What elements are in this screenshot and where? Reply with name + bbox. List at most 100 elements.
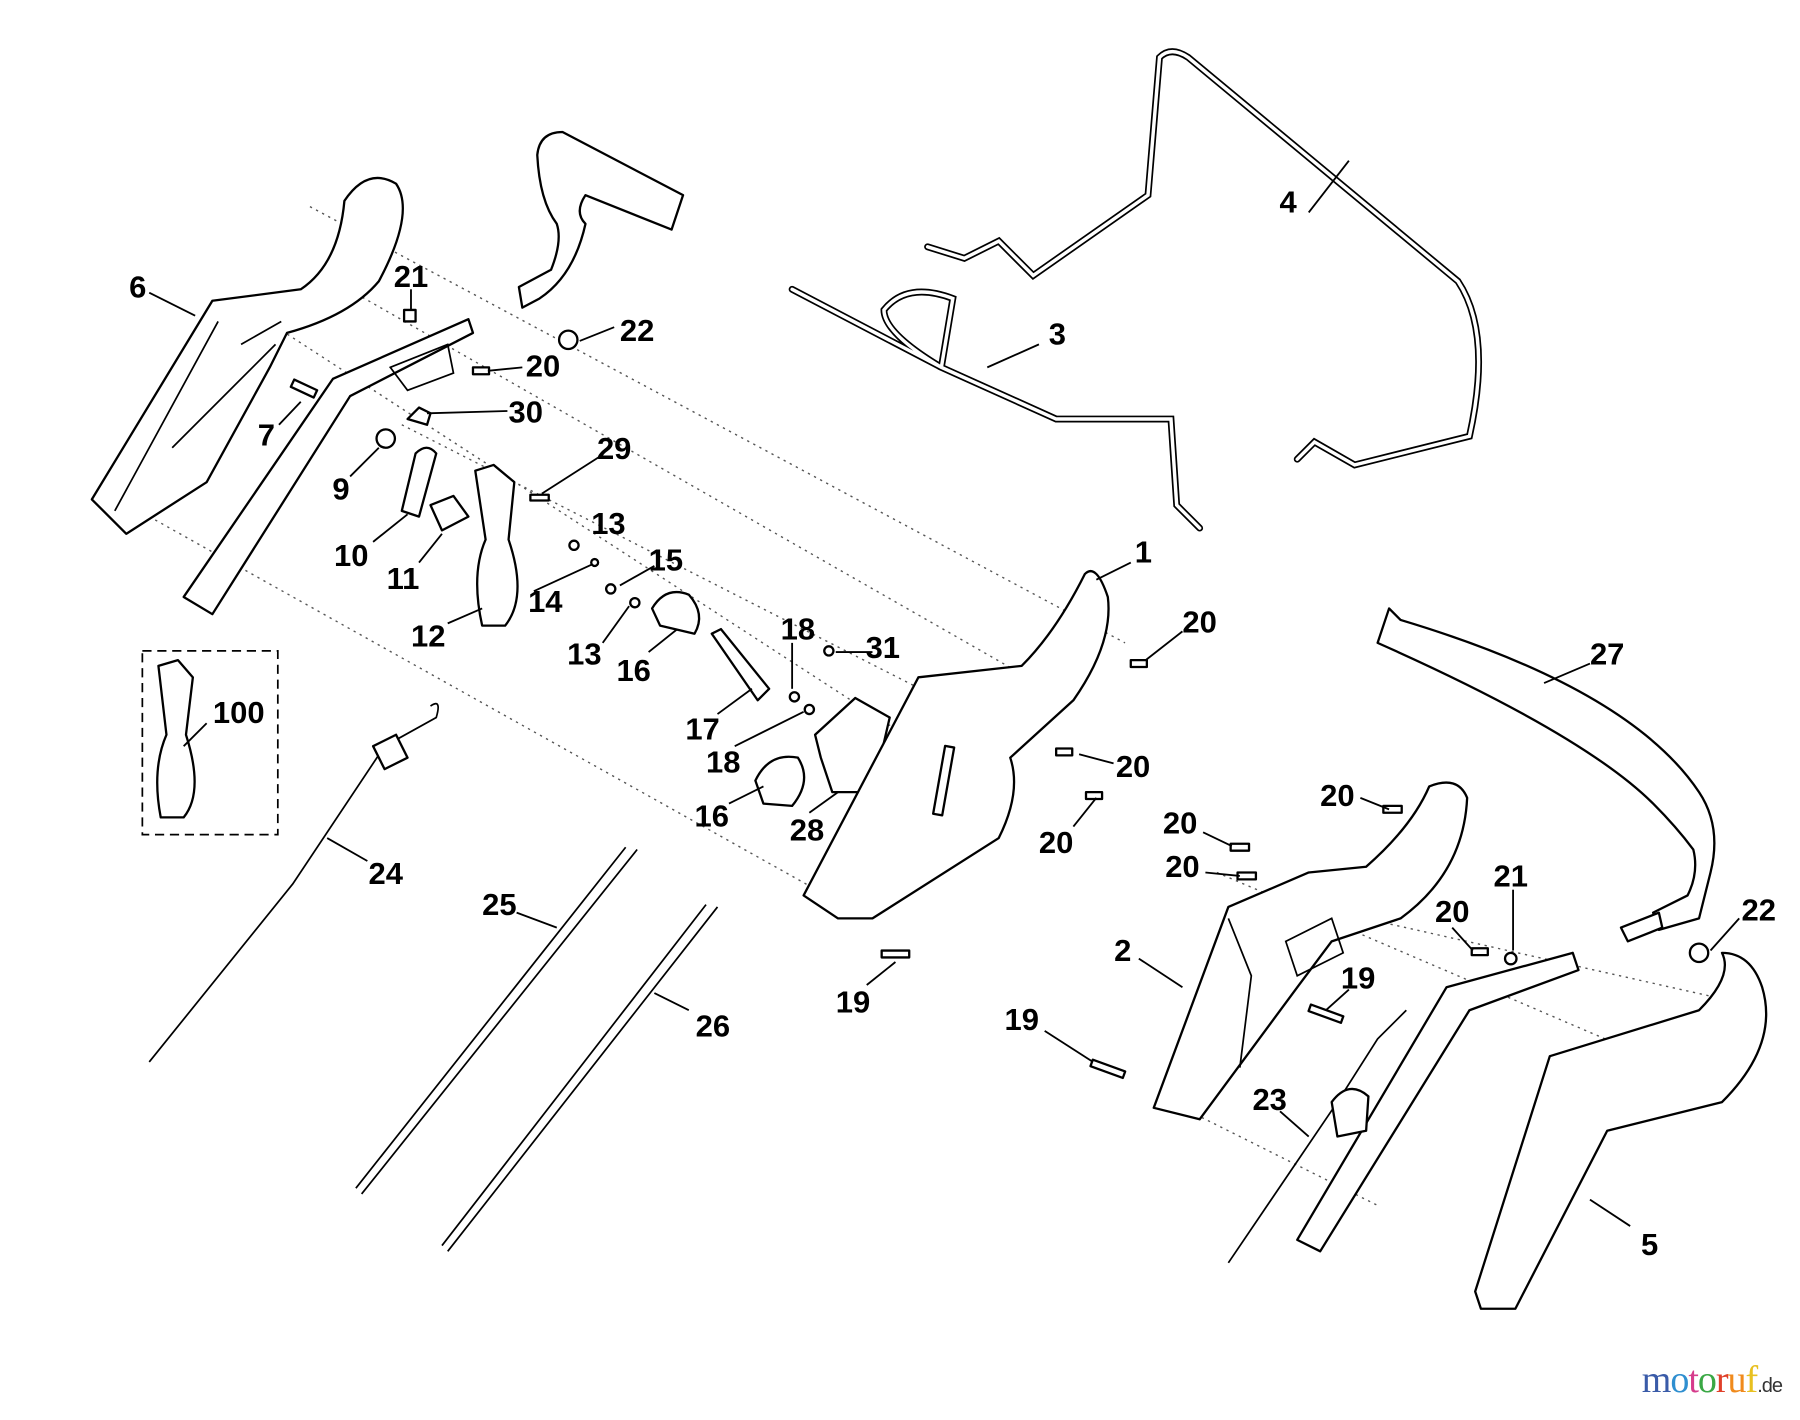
tube-bracket bbox=[388, 343, 455, 392]
cable-23 bbox=[1227, 1009, 1407, 1264]
watermark-letters: motoruf bbox=[1641, 1359, 1759, 1401]
leader-line-6 bbox=[148, 291, 196, 317]
leader-line-20 bbox=[1072, 797, 1098, 828]
part-label-12: 12 bbox=[411, 618, 445, 653]
leader-line-23 bbox=[1279, 1110, 1310, 1138]
part-label-7: 7 bbox=[258, 417, 275, 452]
leader-line-10 bbox=[372, 513, 409, 543]
leader-line-15 bbox=[619, 565, 655, 587]
leader-line-19 bbox=[1044, 1030, 1094, 1063]
leader-line-11 bbox=[418, 533, 443, 564]
part-label-20: 20 bbox=[1116, 749, 1150, 784]
part-label-18: 18 bbox=[706, 745, 740, 780]
right-handle-tube bbox=[1296, 951, 1580, 1253]
leader-line-3 bbox=[986, 343, 1040, 369]
part-label-4: 4 bbox=[1279, 184, 1297, 219]
leader-line-25 bbox=[516, 911, 558, 929]
leader-line-30 bbox=[427, 410, 508, 415]
part-label-20: 20 bbox=[1163, 805, 1197, 840]
leader-line-19 bbox=[866, 961, 897, 986]
part-label-10: 10 bbox=[334, 538, 368, 573]
small-parts-center bbox=[880, 658, 1149, 959]
leader-line-20 bbox=[1360, 797, 1390, 811]
part-label-31: 31 bbox=[866, 630, 900, 665]
small-parts-left bbox=[289, 308, 891, 808]
part-label-9: 9 bbox=[332, 471, 349, 506]
part-label-15: 15 bbox=[649, 543, 683, 578]
leader-lines bbox=[148, 160, 1740, 1227]
leader-line-29 bbox=[541, 456, 600, 495]
part-label-20: 20 bbox=[1320, 778, 1354, 813]
part-label-25: 25 bbox=[482, 887, 516, 922]
lower-handle-bar bbox=[1376, 607, 1716, 932]
upper-handle-bar bbox=[517, 130, 685, 309]
part-label-13: 13 bbox=[591, 506, 625, 541]
leader-line-20 bbox=[1202, 831, 1233, 847]
part-label-22: 22 bbox=[620, 313, 654, 348]
part-label-20: 20 bbox=[1182, 605, 1216, 640]
part-label-5: 5 bbox=[1641, 1227, 1658, 1262]
leader-line-14 bbox=[533, 563, 592, 593]
leader-line-2 bbox=[1138, 957, 1183, 989]
part-label-6: 6 bbox=[129, 269, 146, 304]
part-label-11: 11 bbox=[387, 561, 420, 596]
part-label-21: 21 bbox=[394, 259, 428, 294]
watermark-letter: m bbox=[1641, 1359, 1672, 1401]
leader-line-16 bbox=[728, 785, 764, 805]
left-handle-cover bbox=[90, 176, 404, 535]
leader-line-4 bbox=[1307, 160, 1350, 213]
cover-detail bbox=[114, 320, 282, 512]
leader-line-9 bbox=[349, 447, 380, 478]
part-label-19: 19 bbox=[836, 985, 870, 1020]
part-label-1: 1 bbox=[1135, 535, 1152, 570]
part-label-23: 23 bbox=[1252, 1082, 1286, 1117]
right-handle-cover bbox=[1152, 781, 1469, 1121]
part-label-26: 26 bbox=[696, 1009, 730, 1044]
alignment-lines bbox=[148, 206, 1723, 1207]
part-label-20: 20 bbox=[1435, 894, 1469, 929]
left-handle-tube bbox=[182, 317, 475, 616]
leader-line-20 bbox=[1205, 871, 1240, 877]
watermark-letter: f bbox=[1745, 1359, 1759, 1401]
part-label-20: 20 bbox=[526, 349, 560, 384]
watermark-letter: o bbox=[1670, 1359, 1689, 1401]
part-label-19: 19 bbox=[1341, 960, 1375, 995]
part-label-17: 17 bbox=[685, 711, 719, 746]
part-label-24: 24 bbox=[368, 856, 403, 891]
part-label-21: 21 bbox=[1494, 858, 1528, 893]
part-label-3: 3 bbox=[1049, 316, 1066, 351]
part-label-16: 16 bbox=[616, 653, 650, 688]
leader-line-24 bbox=[326, 837, 368, 862]
leader-line-17 bbox=[716, 688, 753, 715]
leader-line-100 bbox=[183, 722, 208, 747]
rod-4 bbox=[924, 48, 1483, 469]
alternate-lever-box bbox=[141, 650, 279, 836]
center-plate bbox=[802, 570, 1110, 920]
leader-line-7 bbox=[278, 401, 302, 426]
leader-line-1 bbox=[1095, 561, 1132, 581]
leader-line-27 bbox=[1543, 662, 1591, 684]
part-label-20: 20 bbox=[1165, 849, 1199, 884]
part-label-28: 28 bbox=[790, 812, 824, 847]
watermark-suffix: .de bbox=[1757, 1375, 1783, 1397]
part-label-20: 20 bbox=[1039, 825, 1073, 860]
leader-line-12 bbox=[447, 607, 483, 625]
leader-line-22 bbox=[1709, 917, 1740, 952]
leader-line-22 bbox=[579, 326, 615, 342]
part-label-22: 22 bbox=[1742, 893, 1776, 928]
cable-26 bbox=[441, 904, 719, 1252]
leader-line-18 bbox=[734, 710, 805, 748]
right-cover-detail bbox=[1227, 917, 1345, 1068]
watermark-letter: r bbox=[1715, 1359, 1729, 1401]
part-label-100: 100 bbox=[213, 695, 265, 730]
leader-line-16 bbox=[648, 628, 678, 653]
part-label-18: 18 bbox=[781, 611, 815, 646]
part-label-30: 30 bbox=[509, 394, 543, 429]
part-labels: 1234567910111213131415161617181819191920… bbox=[129, 184, 1776, 1261]
leader-line-19 bbox=[1325, 988, 1350, 1011]
right-lower-cover bbox=[1474, 951, 1768, 1310]
watermark-letter: t bbox=[1688, 1359, 1699, 1401]
leader-line-20 bbox=[1451, 926, 1474, 952]
